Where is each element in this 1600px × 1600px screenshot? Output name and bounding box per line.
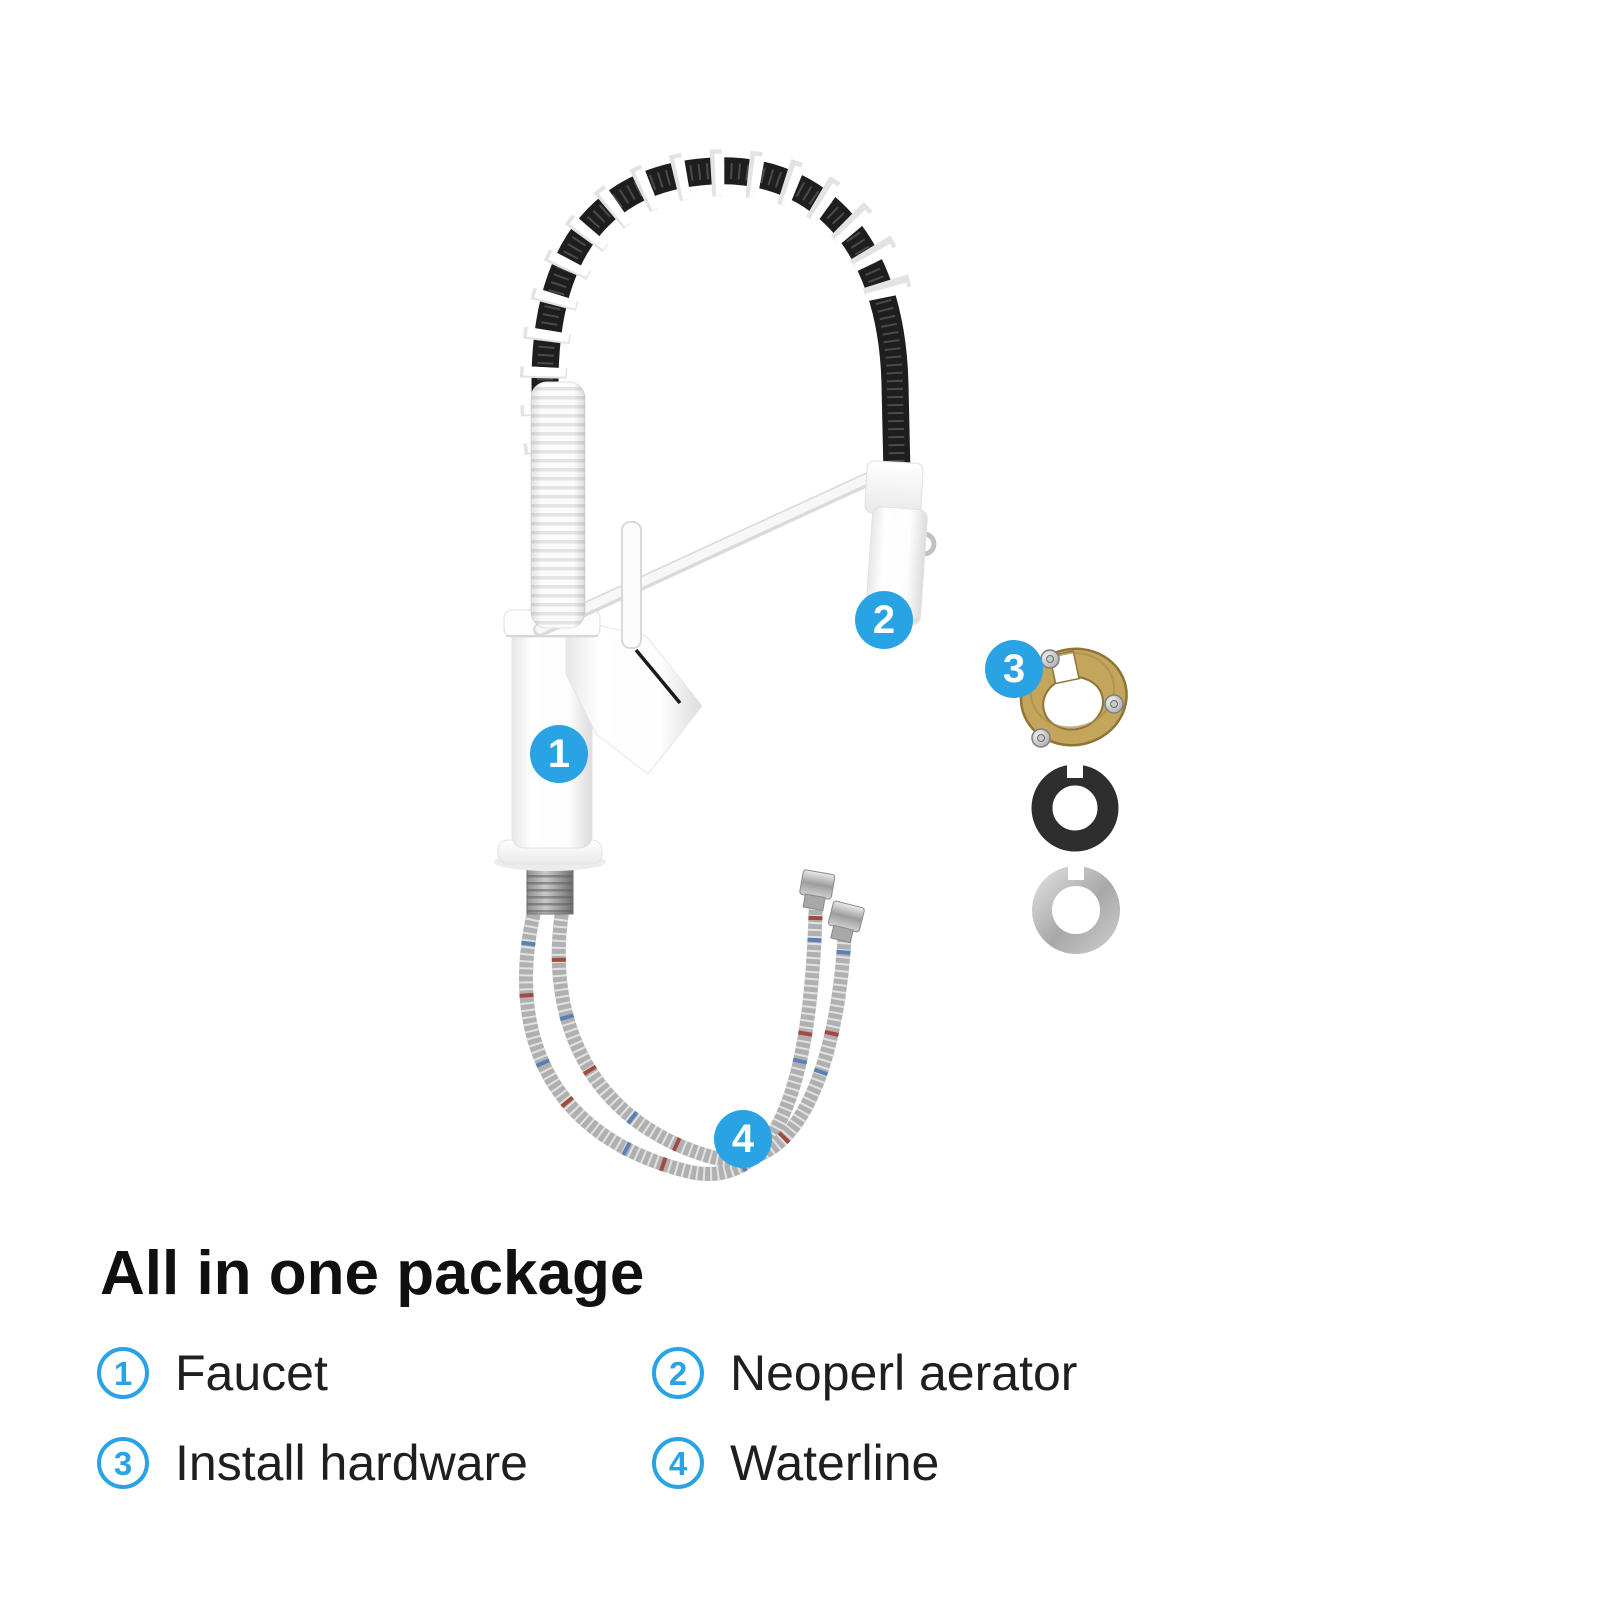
callout-badge-3: 3: [985, 640, 1043, 698]
callout-badge-4: 4: [714, 1110, 772, 1168]
legend-number-1: 1: [97, 1347, 149, 1399]
legend-number-2: 2: [652, 1347, 704, 1399]
mounting-ring-brass: [1019, 647, 1128, 748]
hose-nut-left: [799, 869, 836, 911]
legend-label-1: Faucet: [175, 1345, 328, 1401]
legend-number-4: 4: [652, 1437, 704, 1489]
legend-item-hardware: 3 Install hardware: [97, 1435, 528, 1491]
legend-number-3: 3: [97, 1437, 149, 1489]
sprayer-holder: [864, 460, 924, 516]
faucet-spout: [565, 617, 703, 775]
legend-item-aerator: 2 Neoperl aerator: [652, 1345, 1078, 1401]
legend-label-4: Waterline: [730, 1435, 940, 1491]
faucet-handle: [621, 521, 642, 649]
hose-nut-right: [827, 900, 865, 944]
legend-label-2: Neoperl aerator: [730, 1345, 1078, 1401]
callout-badge-1: 1: [530, 725, 588, 783]
supply-hose-left: [519, 897, 823, 1181]
spring-coil-column: [530, 381, 586, 629]
supply-hoses: [519, 869, 865, 1181]
supply-hose-right: [551, 910, 852, 1167]
legend-item-waterline: 4 Waterline: [652, 1435, 940, 1491]
legend-item-faucet: 1 Faucet: [97, 1345, 328, 1401]
support-arm: [533, 463, 895, 637]
steel-washer-ring: [1032, 865, 1120, 954]
callout-badge-2: 2: [855, 591, 913, 649]
legend-label-3: Install hardware: [175, 1435, 528, 1491]
legend-title: All in one package: [100, 1239, 645, 1308]
spring-hose-arch: [519, 149, 915, 488]
rubber-gasket-ring: [1031, 761, 1119, 852]
faucet-body: [503, 609, 703, 849]
